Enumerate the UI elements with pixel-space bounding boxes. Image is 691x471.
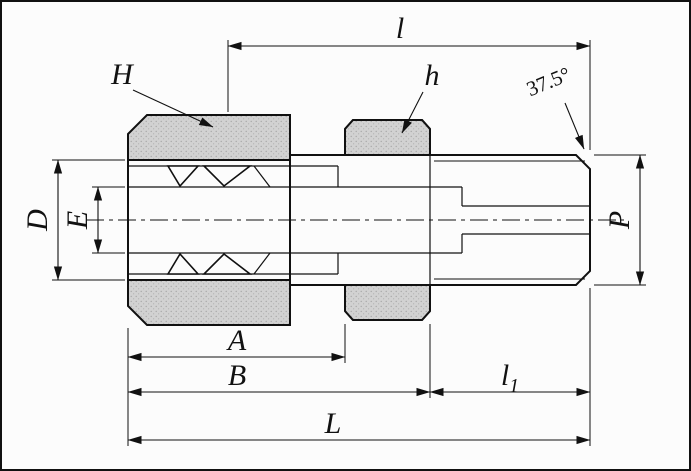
- label-thread-length-l1: l1: [501, 359, 519, 397]
- hex-flat-bottom: [344, 284, 431, 321]
- nut-cross-section: [127, 114, 291, 326]
- nut-section: [127, 114, 291, 326]
- back-ferrule-bottom: [166, 252, 200, 275]
- label-length-b: B: [228, 359, 246, 392]
- thread-root-lines: [434, 160, 585, 280]
- back-ferrule-top: [166, 165, 200, 188]
- label-length-a: A: [226, 324, 247, 357]
- front-ferrule-bottom: [202, 252, 253, 275]
- dim-top-length: l: [227, 12, 591, 51]
- label-diameter-d: D: [21, 209, 54, 232]
- dim-diameter-e: E: [61, 186, 103, 254]
- hex-flat-top: [344, 119, 431, 156]
- label-diameter-e: E: [61, 211, 94, 230]
- label-diameter-p: P: [603, 211, 636, 230]
- dim-thread-length-l1: l1: [429, 359, 591, 397]
- dim-nut-h: H: [110, 58, 214, 128]
- label-overall-length: L: [324, 407, 342, 440]
- label-top-length: l: [396, 12, 404, 45]
- dim-overall-length: L: [127, 407, 591, 445]
- dim-length-b: B: [127, 359, 431, 397]
- dim-hex-h: h: [401, 59, 440, 134]
- dim-diameter-p: P: [603, 154, 645, 286]
- dim-diameter-d: D: [21, 159, 63, 281]
- label-hex: h: [425, 59, 440, 92]
- dim-length-a: A: [127, 324, 346, 362]
- front-ferrule-top: [202, 165, 253, 188]
- label-nut: H: [110, 58, 135, 91]
- ferrules: [166, 165, 253, 275]
